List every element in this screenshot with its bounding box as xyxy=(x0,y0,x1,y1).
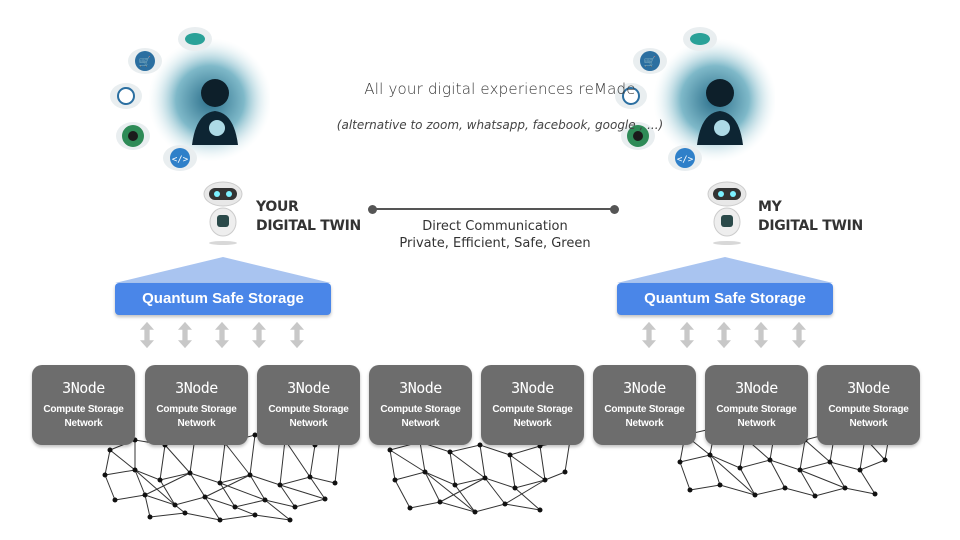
node-subtitle-line2: Network xyxy=(64,418,103,429)
right-storage-cone xyxy=(617,257,833,283)
double-arrow-icon xyxy=(290,321,304,349)
right-illustration: 🛒 </> xyxy=(615,27,775,171)
search-icon xyxy=(615,83,647,109)
left-robot-icon xyxy=(203,181,243,245)
double-arrow-icon xyxy=(717,321,731,349)
left-twin-line2: DIGITAL TWIN xyxy=(256,218,361,234)
left-mesh-network xyxy=(102,432,343,523)
search-icon xyxy=(110,83,142,109)
double-arrow-icon xyxy=(642,321,656,349)
node-subtitle-line1: Compute Storage xyxy=(268,404,349,415)
node-subtitle-line2: Network xyxy=(401,418,440,429)
communication-dot-left xyxy=(368,205,377,214)
node-subtitle-line1: Compute Storage xyxy=(828,404,909,415)
node-subtitle-line1: Compute Storage xyxy=(156,404,237,415)
chat-icon xyxy=(178,27,212,51)
node-title: 3Node xyxy=(175,379,218,397)
person-head xyxy=(706,79,734,107)
node-subtitle-line2: Network xyxy=(513,418,552,429)
node-title: 3Node xyxy=(623,379,666,397)
svg-text:</>: </> xyxy=(172,155,189,165)
node-title: 3Node xyxy=(399,379,442,397)
double-arrow-icon xyxy=(680,321,694,349)
svg-text:</>: </> xyxy=(677,155,694,165)
double-arrow-icon xyxy=(252,321,266,349)
double-arrow-icon xyxy=(215,321,229,349)
right-twin-line2: DIGITAL TWIN xyxy=(758,218,863,234)
left-twin-line1: YOUR xyxy=(256,199,299,215)
node-subtitle-line1: Compute Storage xyxy=(716,404,797,415)
node-subtitle-line1: Compute Storage xyxy=(380,404,461,415)
right-twin-label: MY DIGITAL TWIN xyxy=(758,198,863,236)
left-twin-label: YOUR DIGITAL TWIN xyxy=(256,198,361,236)
person-head xyxy=(201,79,229,107)
left-illustration: 🛒 </> xyxy=(110,27,270,171)
node-title: 3Node xyxy=(62,379,105,397)
node-subtitle-line2: Network xyxy=(625,418,664,429)
right-twin-line1: MY xyxy=(758,199,782,215)
subline: (alternative to zoom, whatsapp, facebook… xyxy=(336,118,664,132)
svg-text:🛒: 🛒 xyxy=(139,55,151,68)
svg-text:🛒: 🛒 xyxy=(644,55,656,68)
node-subtitle-line2: Network xyxy=(849,418,888,429)
node-title: 3Node xyxy=(847,379,890,397)
right-storage-box: Quantum Safe Storage xyxy=(617,283,833,315)
code-icon: </> xyxy=(163,145,197,171)
double-arrow-icon xyxy=(792,321,806,349)
gear-icon xyxy=(116,122,150,150)
code-icon: </> xyxy=(668,145,702,171)
communication-dot-right xyxy=(610,205,619,214)
communication-text: Direct Communication Private, Efficient,… xyxy=(380,218,610,252)
cart-icon: 🛒 xyxy=(633,48,667,74)
headline: All your digital experiences reMade xyxy=(364,80,636,98)
node-subtitle-line2: Network xyxy=(737,418,776,429)
double-arrow-icon xyxy=(140,321,154,349)
node-subtitle-line2: Network xyxy=(289,418,328,429)
node-title: 3Node xyxy=(735,379,778,397)
communication-line2: Private, Efficient, Safe, Green xyxy=(399,236,591,251)
communication-line1: Direct Communication xyxy=(422,219,568,234)
node-subtitle-line1: Compute Storage xyxy=(604,404,685,415)
double-arrow-icon xyxy=(178,321,192,349)
communication-line xyxy=(372,208,615,210)
node-title: 3Node xyxy=(511,379,554,397)
cart-icon: 🛒 xyxy=(128,48,162,74)
right-robot-icon xyxy=(707,181,747,245)
double-arrow-icon xyxy=(754,321,768,349)
node-title: 3Node xyxy=(287,379,330,397)
node-subtitle-line2: Network xyxy=(177,418,216,429)
left-storage-box: Quantum Safe Storage xyxy=(115,283,331,315)
gear-icon xyxy=(621,122,655,150)
chat-icon xyxy=(683,27,717,51)
node-subtitle-line1: Compute Storage xyxy=(492,404,573,415)
node-subtitle-line1: Compute Storage xyxy=(43,404,124,415)
left-storage-cone xyxy=(115,257,331,283)
